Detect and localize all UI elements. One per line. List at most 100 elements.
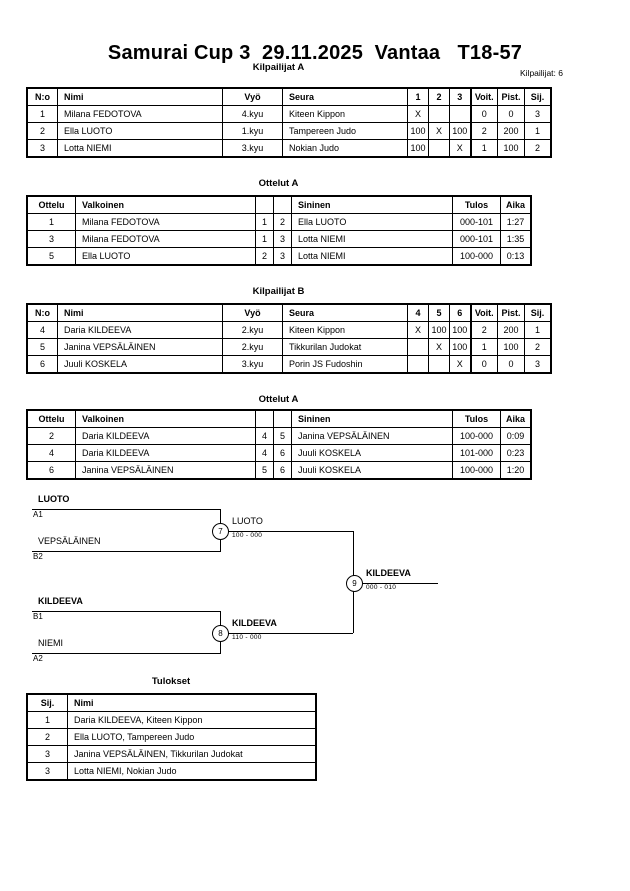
bracket-node-9: 9: [346, 575, 363, 592]
white-competitor: Milana FEDOTOVA: [75, 230, 256, 248]
match-cell: [428, 105, 450, 123]
white-competitor: Janina VEPSÄLÄINEN: [75, 461, 256, 479]
bracket-node-score: 100 - 000: [232, 532, 263, 539]
elimination-bracket: LUOTO A1 VEPSÄLÄINEN B2 7 LUOTO 100 - 00…: [0, 490, 630, 675]
competitor-name: Milana FEDOTOVA: [57, 105, 223, 123]
white-competitor: Daria KILDEEVA: [75, 427, 256, 445]
bracket-node-winner: LUOTO: [232, 516, 263, 526]
competitor-number: 1: [27, 105, 58, 123]
match-cell: X: [428, 122, 450, 140]
match-cell: 100: [407, 122, 429, 140]
pool-a-heading: Kilpailijat A: [252, 62, 305, 73]
match-time: 1:20: [500, 461, 531, 479]
column-header-1: Nimi: [67, 694, 316, 712]
competitor-count: Kilpailijat: 6: [520, 68, 563, 78]
competitor-club: Tikkurilan Judokat: [282, 338, 408, 356]
column-header-2: [255, 196, 274, 214]
match-result: 100-000: [452, 247, 501, 265]
column-header-6: Aika: [500, 196, 531, 214]
bracket-entry-name: KILDEEVA: [38, 596, 83, 606]
bracket-line: [362, 583, 438, 584]
bracket-line: [32, 509, 220, 510]
rank-cell: 2: [524, 338, 551, 356]
rank-cell: 1: [524, 321, 551, 339]
points-cell: 100: [497, 338, 525, 356]
column-header-0: N:o: [27, 88, 58, 106]
competitor-belt: 4.kyu: [222, 105, 283, 123]
bracket-node-7: 7: [212, 523, 229, 540]
column-header-3: Seura: [282, 88, 408, 106]
result-name: Ella LUOTO, Tampereen Judo: [67, 728, 316, 746]
bracket-line: [32, 653, 220, 654]
competitor-belt: 3.kyu: [222, 355, 283, 373]
match-number: 3: [27, 230, 76, 248]
match-number: 4: [27, 444, 76, 462]
bracket-entry-seed: A1: [33, 510, 43, 519]
result-name: Janina VEPSÄLÄINEN, Tikkurilan Judokat: [67, 745, 316, 763]
competitor-club: Kiteen Kippon: [282, 105, 408, 123]
competitor-name: Janina VEPSÄLÄINEN: [57, 338, 223, 356]
competitor-club: Kiteen Kippon: [282, 321, 408, 339]
column-header-3: [273, 410, 292, 428]
competitor-number: 2: [27, 122, 58, 140]
bracket-line: [228, 633, 353, 634]
match-cell: [428, 139, 450, 157]
match-cell: X: [449, 139, 471, 157]
competitor-belt: 3.kyu: [222, 139, 283, 157]
column-header-5: 5: [428, 304, 450, 322]
result-name: Daria KILDEEVA, Kiteen Kippon: [67, 711, 316, 729]
rank-cell: 1: [524, 122, 551, 140]
match-result: 100-000: [452, 461, 501, 479]
result-position: 1: [27, 711, 68, 729]
bracket-node-8: 8: [212, 625, 229, 642]
matches-b-heading: Ottelut A: [258, 394, 299, 405]
column-header-1: Nimi: [57, 304, 223, 322]
column-header-8: Pist.: [497, 304, 525, 322]
rank-cell: 3: [524, 355, 551, 373]
column-header-5: Tulos: [452, 410, 501, 428]
points-cell: 100: [497, 139, 525, 157]
match-time: 1:35: [500, 230, 531, 248]
white-number: 4: [255, 427, 274, 445]
match-cell: 100: [449, 321, 471, 339]
competitor-number: 6: [27, 355, 58, 373]
match-number: 5: [27, 247, 76, 265]
points-cell: 200: [497, 122, 525, 140]
column-header-2: Vyö: [222, 88, 283, 106]
blue-number: 6: [273, 461, 292, 479]
competitor-name: Ella LUOTO: [57, 122, 223, 140]
competitor-club: Porin JS Fudoshin: [282, 355, 408, 373]
points-cell: 0: [497, 355, 525, 373]
blue-competitor: Ella LUOTO: [291, 213, 453, 231]
match-result: 101-000: [452, 444, 501, 462]
table-header-row: Sij.Nimi: [27, 694, 316, 712]
column-header-6: 6: [449, 304, 471, 322]
white-number: 2: [255, 247, 274, 265]
bracket-line: [228, 531, 353, 532]
bracket-entry-seed: A2: [33, 654, 43, 663]
competitor-belt: 2.kyu: [222, 338, 283, 356]
white-number: 4: [255, 444, 274, 462]
white-competitor: Ella LUOTO: [75, 247, 256, 265]
column-header-4: 4: [407, 304, 429, 322]
bracket-final-score: 000 - 010: [366, 584, 397, 591]
competitor-name: Juuli KOSKELA: [57, 355, 223, 373]
competitor-number: 4: [27, 321, 58, 339]
blue-number: 5: [273, 427, 292, 445]
competitor-club: Nokian Judo: [282, 139, 408, 157]
